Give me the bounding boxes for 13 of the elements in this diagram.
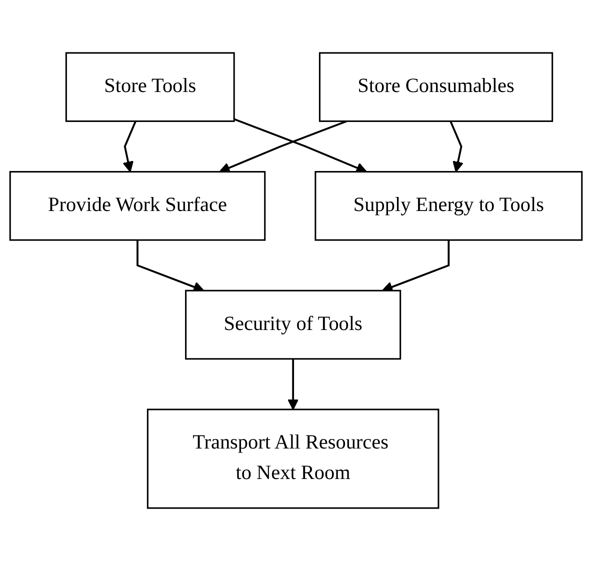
arrow — [219, 120, 347, 174]
node-box: Store Tools — [65, 52, 235, 122]
arrow — [450, 120, 464, 172]
arrow — [136, 240, 204, 292]
node-box: Supply Energy to Tools — [314, 171, 583, 241]
arrow — [234, 118, 368, 174]
arrow — [382, 240, 450, 292]
node-box: Security of Tools — [185, 290, 402, 360]
arrow — [288, 358, 299, 410]
node-box: Store Consumables — [318, 52, 554, 122]
node-box: Provide Work Surface — [9, 171, 266, 241]
arrow — [122, 120, 136, 172]
node-box: Transport All Resources to Next Room — [146, 408, 440, 509]
